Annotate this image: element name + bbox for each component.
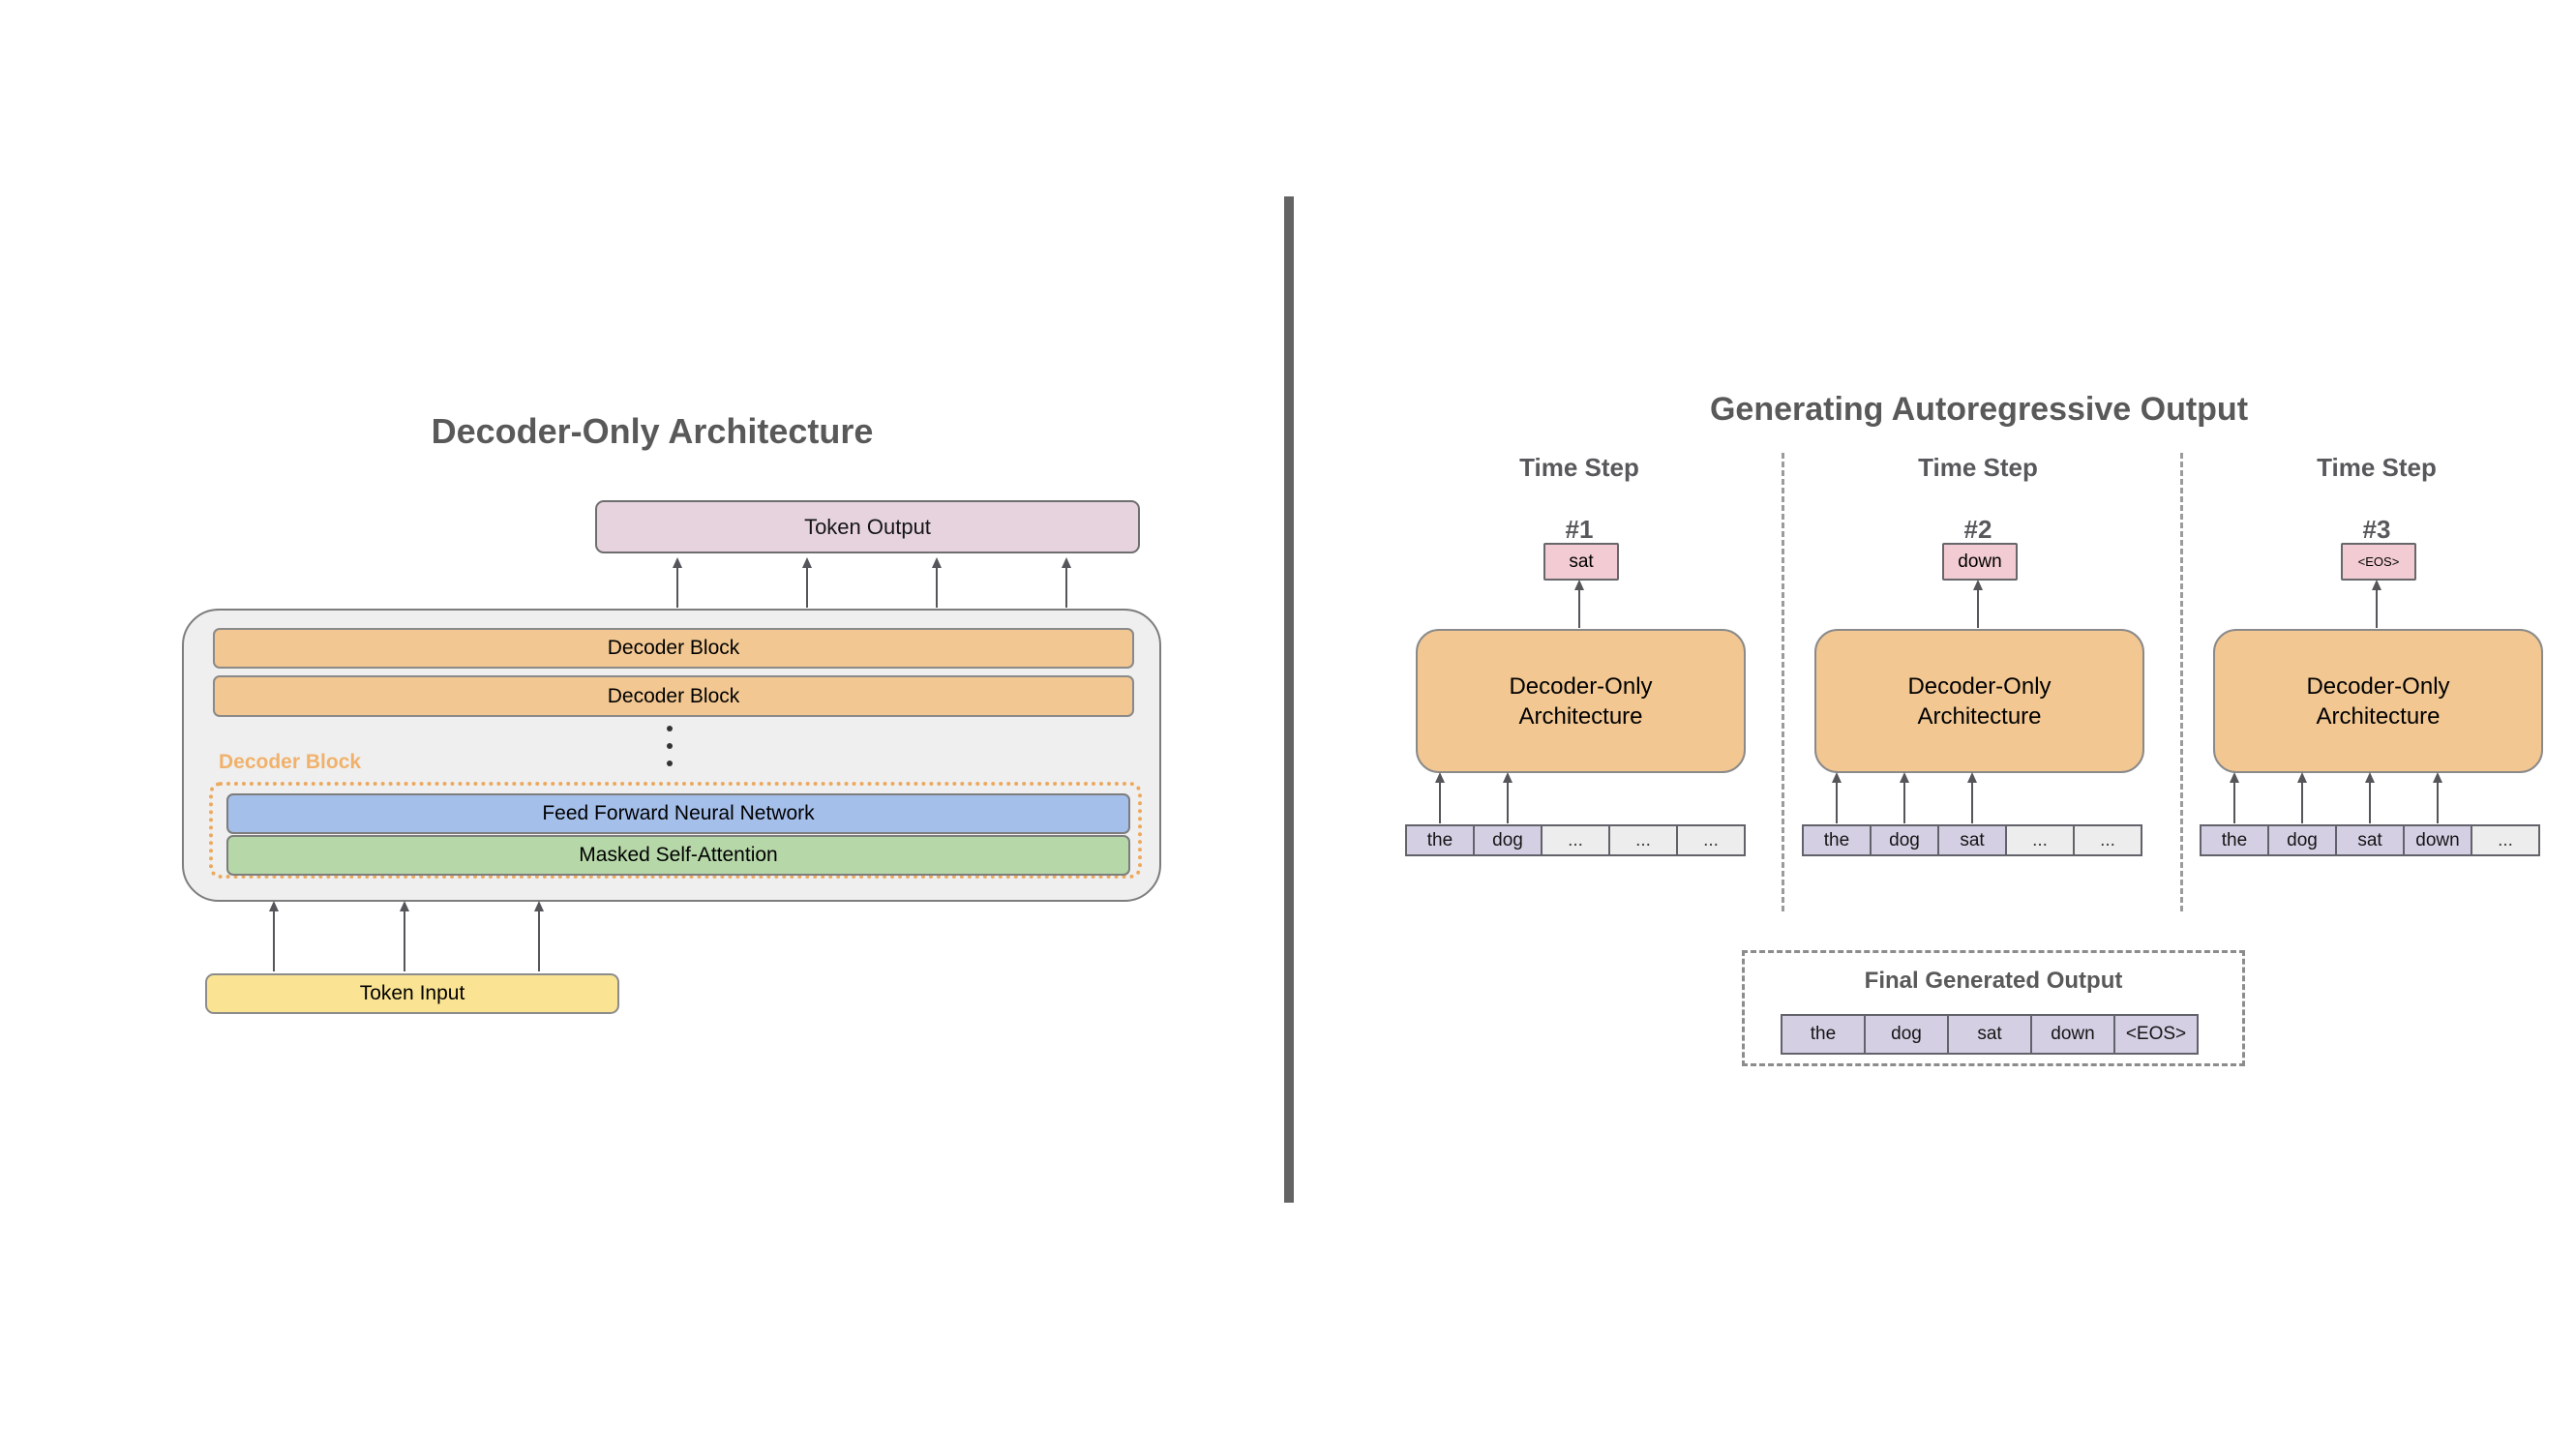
output-arrow-3 (931, 557, 943, 608)
timestep-1-number: #1 (1565, 515, 1594, 544)
timestep-3-number: #3 (2362, 515, 2391, 544)
output-arrow-1 (672, 557, 683, 608)
timestep-1-model-line2: Architecture (1518, 702, 1643, 730)
timestep-1-input-arrow-2 (1502, 772, 1513, 823)
timestep-2-model-line1: Decoder-Only (1907, 672, 2052, 700)
timestep-2-output-arrow (1972, 580, 1984, 628)
timestep-2-input-arrow-1 (1831, 772, 1842, 823)
timestep-3-token-cell: the (2200, 824, 2269, 856)
final-output-cell: the (1781, 1014, 1866, 1055)
timestep-3-input-arrow-4 (2432, 772, 2443, 823)
token-output-box: Token Output (595, 500, 1140, 553)
decoder-block-2: Decoder Block (213, 675, 1134, 717)
decoder-block-1-label: Decoder Block (607, 637, 740, 659)
decoder-block-callout-label: Decoder Block (219, 751, 362, 773)
timestep-2-token-cell: the (1802, 824, 1872, 856)
token-input-label: Token Input (359, 982, 465, 1004)
timestep-3-output-token: <EOS> (2357, 554, 2400, 569)
timestep-2-token-cell: sat (1937, 824, 2007, 856)
final-output-title: Final Generated Output (1864, 968, 2123, 994)
final-output-cell: dog (1864, 1014, 1949, 1055)
feed-forward-label: Feed Forward Neural Network (542, 802, 815, 824)
timestep-1-input-arrow-1 (1434, 772, 1446, 823)
section-divider-bar (1284, 196, 1294, 1203)
timestep-1-token-cell: ... (1608, 824, 1678, 856)
left-panel-title: Decoder-Only Architecture (431, 411, 874, 451)
timestep-2-number: #2 (1963, 515, 1992, 544)
timestep-3-input-arrow-3 (2364, 772, 2376, 823)
timestep-2-output-token-box: down (1942, 543, 2018, 581)
timestep-3-model-line1: Decoder-Only (2306, 672, 2450, 700)
timestep-2-model-line2: Architecture (1917, 702, 2042, 730)
timestep-1-token-cell: ... (1676, 824, 1746, 856)
timestep-1-token-cell: ... (1541, 824, 1610, 856)
feed-forward-box: Feed Forward Neural Network (226, 793, 1130, 834)
input-arrow-3 (533, 901, 545, 971)
timestep-3-name: Time Step (2317, 453, 2437, 482)
ellipsis-dot-3 (667, 761, 673, 766)
timestep-3-output-arrow (2371, 580, 2382, 628)
timestep-2-token-cell: ... (2073, 824, 2142, 856)
output-arrow-2 (801, 557, 813, 608)
token-output-label: Token Output (804, 514, 931, 539)
token-input-box: Token Input (205, 973, 619, 1014)
timestep-3-token-cell: sat (2335, 824, 2405, 856)
timestep-2-input-arrow-2 (1899, 772, 1910, 823)
timestep-1-model-box: Decoder-Only Architecture (1416, 629, 1746, 773)
timestep-3-token-cell: dog (2267, 824, 2337, 856)
timestep-3-input-arrow-1 (2229, 772, 2240, 823)
timestep-3-model-line2: Architecture (2316, 702, 2441, 730)
timestep-2-token-cell: dog (1870, 824, 1939, 856)
masked-self-attention-label: Masked Self-Attention (579, 844, 778, 866)
timestep-1-output-token: sat (1569, 551, 1594, 572)
output-arrow-4 (1061, 557, 1072, 608)
timestep-1-token-cell: dog (1473, 824, 1543, 856)
timestep-3-token-cell: ... (2471, 824, 2540, 856)
ellipsis-dot-1 (667, 726, 673, 731)
timestep-3-input-arrow-2 (2296, 772, 2308, 823)
decoder-block-2-label: Decoder Block (607, 684, 740, 707)
timestep-2-model-box: Decoder-Only Architecture (1814, 629, 2144, 773)
timestep-1-token-cell: the (1405, 824, 1475, 856)
timestep-2-input-arrow-3 (1966, 772, 1978, 823)
masked-self-attention-box: Masked Self-Attention (226, 835, 1130, 876)
timestep-divider-2 (2180, 453, 2183, 911)
timestep-2-output-token: down (1958, 551, 2002, 572)
decoder-block-1: Decoder Block (213, 628, 1134, 669)
timestep-2-token-cell: ... (2005, 824, 2075, 856)
right-panel-title: Generating Autoregressive Output (1709, 390, 2249, 428)
timestep-3-token-cell: down (2403, 824, 2472, 856)
timestep-3-header: Time Step #3 (2232, 453, 2522, 544)
final-output-cell: sat (1947, 1014, 2032, 1055)
timestep-3-model-box: Decoder-Only Architecture (2213, 629, 2543, 773)
expanded-decoder-block-outline (209, 782, 1142, 879)
timestep-1-model-line1: Decoder-Only (1509, 672, 1653, 700)
timestep-1-name: Time Step (1519, 453, 1639, 482)
ellipsis-dot-2 (667, 743, 673, 749)
timestep-2-header: Time Step #2 (1833, 453, 2123, 544)
final-output-cell: <EOS> (2113, 1014, 2199, 1055)
timestep-2-name: Time Step (1918, 453, 2038, 482)
timestep-divider-1 (1782, 453, 1784, 911)
timestep-1-output-token-box: sat (1543, 543, 1619, 581)
input-arrow-2 (399, 901, 410, 971)
timestep-3-output-token-box: <EOS> (2341, 543, 2416, 581)
input-arrow-1 (268, 901, 280, 971)
timestep-1-header: Time Step #1 (1434, 453, 1724, 544)
timestep-1-output-arrow (1573, 580, 1585, 628)
final-output-cell: down (2030, 1014, 2115, 1055)
